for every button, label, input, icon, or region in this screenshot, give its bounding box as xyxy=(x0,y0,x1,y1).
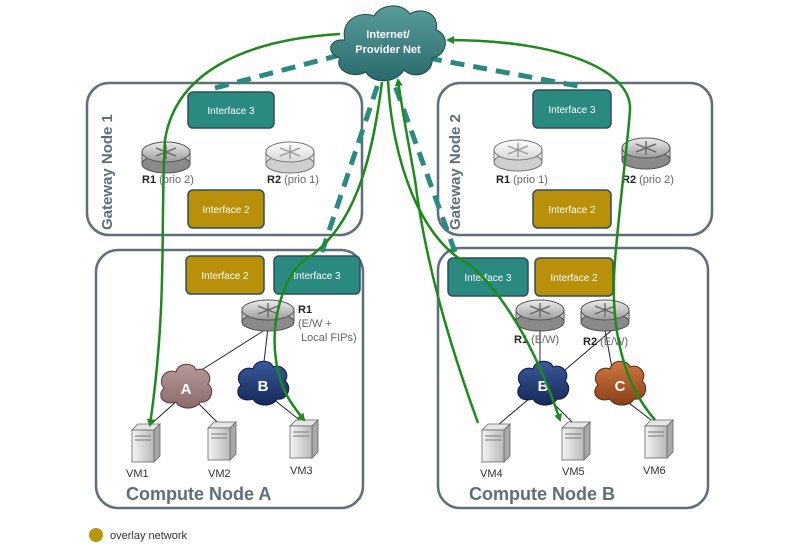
network-b-cloud-icon-a: B xyxy=(237,360,290,406)
vm4-label: VM4 xyxy=(480,468,503,480)
cna-interface-3: Interface 3 xyxy=(273,255,361,295)
vm3-server-icon xyxy=(289,419,319,459)
compute-node-a-box xyxy=(94,248,365,510)
internet-cloud: Internet/ Provider Net xyxy=(330,5,446,82)
network-b-cloud-icon-b: B xyxy=(517,360,570,406)
svg-text:C: C xyxy=(615,378,626,395)
cnb-r1-label: R1(E/W) xyxy=(514,334,559,346)
cnb-interface-2: Interface 2 xyxy=(534,257,614,297)
compute-node-a-title: Compute Node A xyxy=(126,484,271,504)
svg-text:Interface 2: Interface 2 xyxy=(550,273,598,284)
gw2-interface-2: Interface 2 xyxy=(532,189,612,229)
vm6-label: VM6 xyxy=(643,465,666,477)
gw1-router-r1-icon xyxy=(141,141,191,174)
legend-overlay-dot xyxy=(89,528,103,542)
cna-r1-name: R1 xyxy=(298,304,312,316)
legend: overlay network xyxy=(89,528,188,542)
vm6-server-icon xyxy=(644,419,674,459)
gw2-router-r1-icon xyxy=(493,139,543,172)
network-c-cloud-icon: C xyxy=(594,360,647,406)
vm1-label: VM1 xyxy=(126,468,149,480)
network-a-cloud-icon: A xyxy=(160,363,213,409)
gw1-interface-2: Interface 2 xyxy=(187,189,265,229)
compute-node-b-box xyxy=(436,246,710,510)
svg-text:Interface 2: Interface 2 xyxy=(202,205,250,216)
cnb-router-r2-icon xyxy=(580,299,630,332)
gw2-r1-label: R1(prio 1) xyxy=(496,174,548,186)
cnb-router-r1-icon xyxy=(515,299,565,332)
flow-vm4-to-inet xyxy=(394,78,480,424)
cnb-r2-label: R2(E/W) xyxy=(583,336,628,348)
gw1-router-r2-icon xyxy=(265,141,315,174)
dashed-link-cnb-if3 xyxy=(390,79,458,253)
legend-overlay-label: overlay network xyxy=(110,530,188,542)
flow-vm6-to-inet xyxy=(446,36,656,421)
compute-node-b-title: Compute Node B xyxy=(469,484,615,504)
vm5-label: VM5 xyxy=(562,466,585,478)
connector-lines xyxy=(149,327,656,426)
gateway-node-1-title: Gateway Node 1 xyxy=(99,114,116,230)
cnb-interface-3: Interface 3 xyxy=(447,257,529,297)
svg-text:Interface 3: Interface 3 xyxy=(293,271,341,282)
svg-text:B: B xyxy=(258,378,269,395)
vm4-server-icon xyxy=(481,423,511,463)
vm2-server-icon xyxy=(207,421,237,461)
flow-inet-to-vm1 xyxy=(146,32,341,427)
cna-router-r1-icon xyxy=(241,299,295,332)
svg-text:Interface 2: Interface 2 xyxy=(201,271,249,282)
vm5-server-icon xyxy=(561,421,591,461)
gw2-router-r2-icon xyxy=(621,137,671,170)
svg-text:A: A xyxy=(181,381,192,398)
gw2-interface-3: Interface 3 xyxy=(532,89,612,129)
svg-text:Interface 2: Interface 2 xyxy=(548,205,596,216)
traffic-flow-arrows xyxy=(146,32,656,427)
gw1-r2-label: R2(prio 1) xyxy=(267,174,319,186)
dashed-link-gw2-if3 xyxy=(427,55,579,89)
internet-label-line1: Internet/ xyxy=(366,29,409,41)
gw1-r1-label: R1(prio 2) xyxy=(142,174,194,186)
internet-label-line2: Provider Net xyxy=(355,44,421,56)
gateway-node-2-title: Gateway Node 2 xyxy=(447,114,464,230)
cna-interface-2: Interface 2 xyxy=(185,255,265,295)
vm1-server-icon xyxy=(131,423,161,463)
svg-text:B: B xyxy=(538,378,549,395)
cna-r1-desc2: Local FIPs) xyxy=(301,332,357,344)
gw1-interface-3: Interface 3 xyxy=(187,91,275,129)
gw2-r2-label: R2(prio 2) xyxy=(622,174,674,186)
vm2-label: VM2 xyxy=(208,468,231,480)
svg-text:Interface 3: Interface 3 xyxy=(207,106,255,117)
svg-text:Interface 3: Interface 3 xyxy=(548,105,596,116)
cna-r1-desc1: (E/W + xyxy=(298,318,332,330)
svg-text:Interface 3: Interface 3 xyxy=(464,273,512,284)
dashed-link-cna-if3 xyxy=(319,77,383,253)
flow-inet-to-vm3 xyxy=(273,81,384,422)
vm3-label: VM3 xyxy=(290,465,313,477)
flow-inet-to-vm5 xyxy=(386,79,562,422)
provider-dashed-links xyxy=(214,52,579,253)
